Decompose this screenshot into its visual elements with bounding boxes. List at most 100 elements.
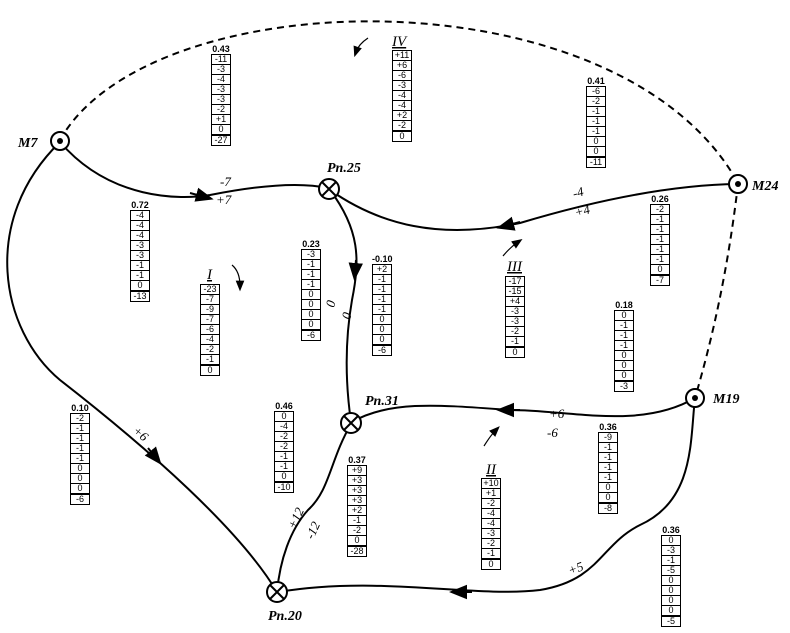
- value-cell: 0: [200, 364, 220, 376]
- value-cell: -13: [130, 290, 150, 302]
- label-m19: M19: [712, 392, 739, 407]
- value-cell: -1: [586, 126, 606, 137]
- dashed-link-m24-m19: [694, 183, 739, 399]
- value-cell: -1: [70, 423, 90, 434]
- flow-m7-pn25-bot: +7: [216, 192, 232, 207]
- link-m7-pn20: [6, 141, 278, 593]
- column-header: 0.43: [212, 44, 230, 54]
- value-cell: -1: [614, 330, 634, 341]
- circ-arrow-i: [231, 264, 245, 292]
- value-cell: 0: [586, 136, 606, 147]
- value-cell: 0: [70, 483, 90, 495]
- value-cell: -11: [586, 156, 606, 168]
- flow-pn25-pn31-a: 0: [322, 298, 338, 309]
- label-pn20: Pn.20: [268, 609, 302, 624]
- value-cell: -6: [70, 493, 90, 505]
- value-cell: -1: [130, 270, 150, 281]
- value-cell: -3: [661, 545, 681, 556]
- column-header: 0.26: [651, 194, 669, 204]
- value-cell: -10: [274, 481, 294, 493]
- value-cell: 0: [372, 334, 392, 346]
- value-cell: -3: [392, 80, 412, 91]
- region-ii: II: [485, 462, 497, 478]
- value-cell: 0: [586, 146, 606, 158]
- value-cell: -1: [372, 304, 392, 315]
- value-cell: -17: [505, 276, 525, 287]
- value-cell: -1: [598, 462, 618, 473]
- value-cell: 0: [70, 473, 90, 484]
- value-cell: 0: [598, 482, 618, 493]
- value-cell: -3: [301, 249, 321, 260]
- node-pn20: [266, 581, 288, 603]
- column-header: -0.10: [372, 254, 393, 264]
- label-m24: M24: [751, 179, 778, 194]
- value-cell: -6: [586, 86, 606, 97]
- value-cell: -1: [650, 254, 670, 265]
- value-cell: 0: [598, 492, 618, 504]
- value-cell: -5: [661, 615, 681, 627]
- value-cell: -3: [211, 94, 231, 105]
- value-cell: +2: [392, 110, 412, 121]
- flow-pn31-pn20-b: -12: [302, 519, 323, 541]
- node-m19: [685, 388, 705, 408]
- flow-pn25-pn31-b: 0: [338, 310, 354, 321]
- label-pn31: Pn.31: [365, 394, 399, 409]
- value-cell: -9: [200, 304, 220, 315]
- value-cell: -11: [211, 54, 231, 65]
- value-cell: -3: [505, 316, 525, 327]
- value-cell: +3: [347, 495, 367, 506]
- value-cell: -1: [274, 451, 294, 462]
- value-cell: -1: [598, 452, 618, 463]
- value-cell: -4: [200, 334, 220, 345]
- value-cell: 0: [70, 463, 90, 474]
- value-cell: -7: [200, 314, 220, 325]
- value-cell: +4: [505, 296, 525, 307]
- value-cell: -3: [211, 84, 231, 95]
- flow-m24-pn25-top: -4: [571, 183, 586, 200]
- circ-arrow-iv: [353, 37, 369, 58]
- value-cell: -1: [70, 433, 90, 444]
- value-cell: -4: [274, 421, 294, 432]
- node-m7: [50, 131, 70, 151]
- link-pn31-pn20: [276, 423, 352, 593]
- value-cell: 0: [614, 350, 634, 361]
- value-cell: -2: [211, 104, 231, 115]
- link-pn25-pn31: [329, 189, 358, 423]
- column-header: 0.72: [131, 200, 149, 210]
- value-cell: -4: [392, 90, 412, 101]
- column-header: 0.18: [615, 300, 633, 310]
- column-header: 0.41: [587, 76, 605, 86]
- value-cell: -5: [661, 565, 681, 576]
- value-cell: -1: [650, 244, 670, 255]
- column-header: 0.37: [348, 455, 366, 465]
- flow-m7-pn20: +6: [130, 423, 152, 445]
- value-cell: 0: [661, 595, 681, 606]
- value-cell: 0: [301, 299, 321, 310]
- flow-pn31-pn20-a: +12: [284, 505, 307, 532]
- node-pn25: [318, 178, 340, 200]
- label-pn25: Pn.25: [327, 161, 361, 176]
- value-cell: -1: [372, 284, 392, 295]
- value-cell: -23: [200, 284, 220, 295]
- label-m7: M7: [17, 136, 38, 151]
- value-cell: -4: [130, 230, 150, 241]
- value-cell: 0: [301, 319, 321, 331]
- value-cell: -3: [130, 250, 150, 261]
- value-cell: -1: [505, 336, 525, 348]
- flow-m19-pn20: +5: [566, 558, 586, 577]
- value-cell: +3: [347, 485, 367, 496]
- value-cell: -4: [130, 220, 150, 231]
